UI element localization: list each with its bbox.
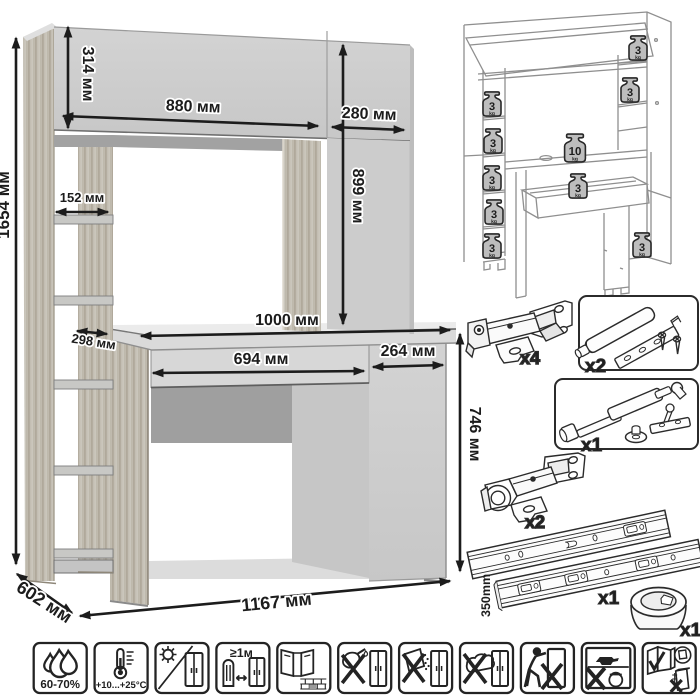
svg-text:1000 мм: 1000 мм (255, 312, 319, 329)
svg-text:264 мм: 264 мм (381, 343, 436, 360)
svg-text:60-70%: 60-70% (40, 679, 80, 691)
svg-text:899 мм: 899 мм (349, 169, 366, 224)
svg-text:280 мм: 280 мм (341, 105, 396, 124)
svg-text:≥1м: ≥1м (230, 646, 253, 660)
svg-text:314 мм: 314 мм (79, 47, 96, 102)
svg-text:x2: x2 (585, 356, 606, 377)
svg-text:602 мм: 602 мм (13, 577, 76, 627)
svg-text:694 мм: 694 мм (234, 351, 289, 368)
svg-text:880 мм: 880 мм (165, 97, 220, 116)
svg-text:+10...+25°C: +10...+25°C (96, 680, 147, 691)
svg-text:1167 мм: 1167 мм (240, 589, 312, 616)
svg-text:x2: x2 (525, 512, 545, 532)
svg-text:x4: x4 (520, 348, 540, 368)
svg-text:x1: x1 (680, 620, 700, 641)
svg-text:x1: x1 (581, 435, 603, 456)
svg-text:350mm: 350mm (479, 574, 493, 617)
svg-text:746 мм: 746 мм (466, 407, 483, 462)
svg-text:1654 мм: 1654 мм (0, 171, 13, 239)
svg-text:x1: x1 (598, 588, 620, 609)
svg-text:152 мм: 152 мм (60, 190, 105, 205)
